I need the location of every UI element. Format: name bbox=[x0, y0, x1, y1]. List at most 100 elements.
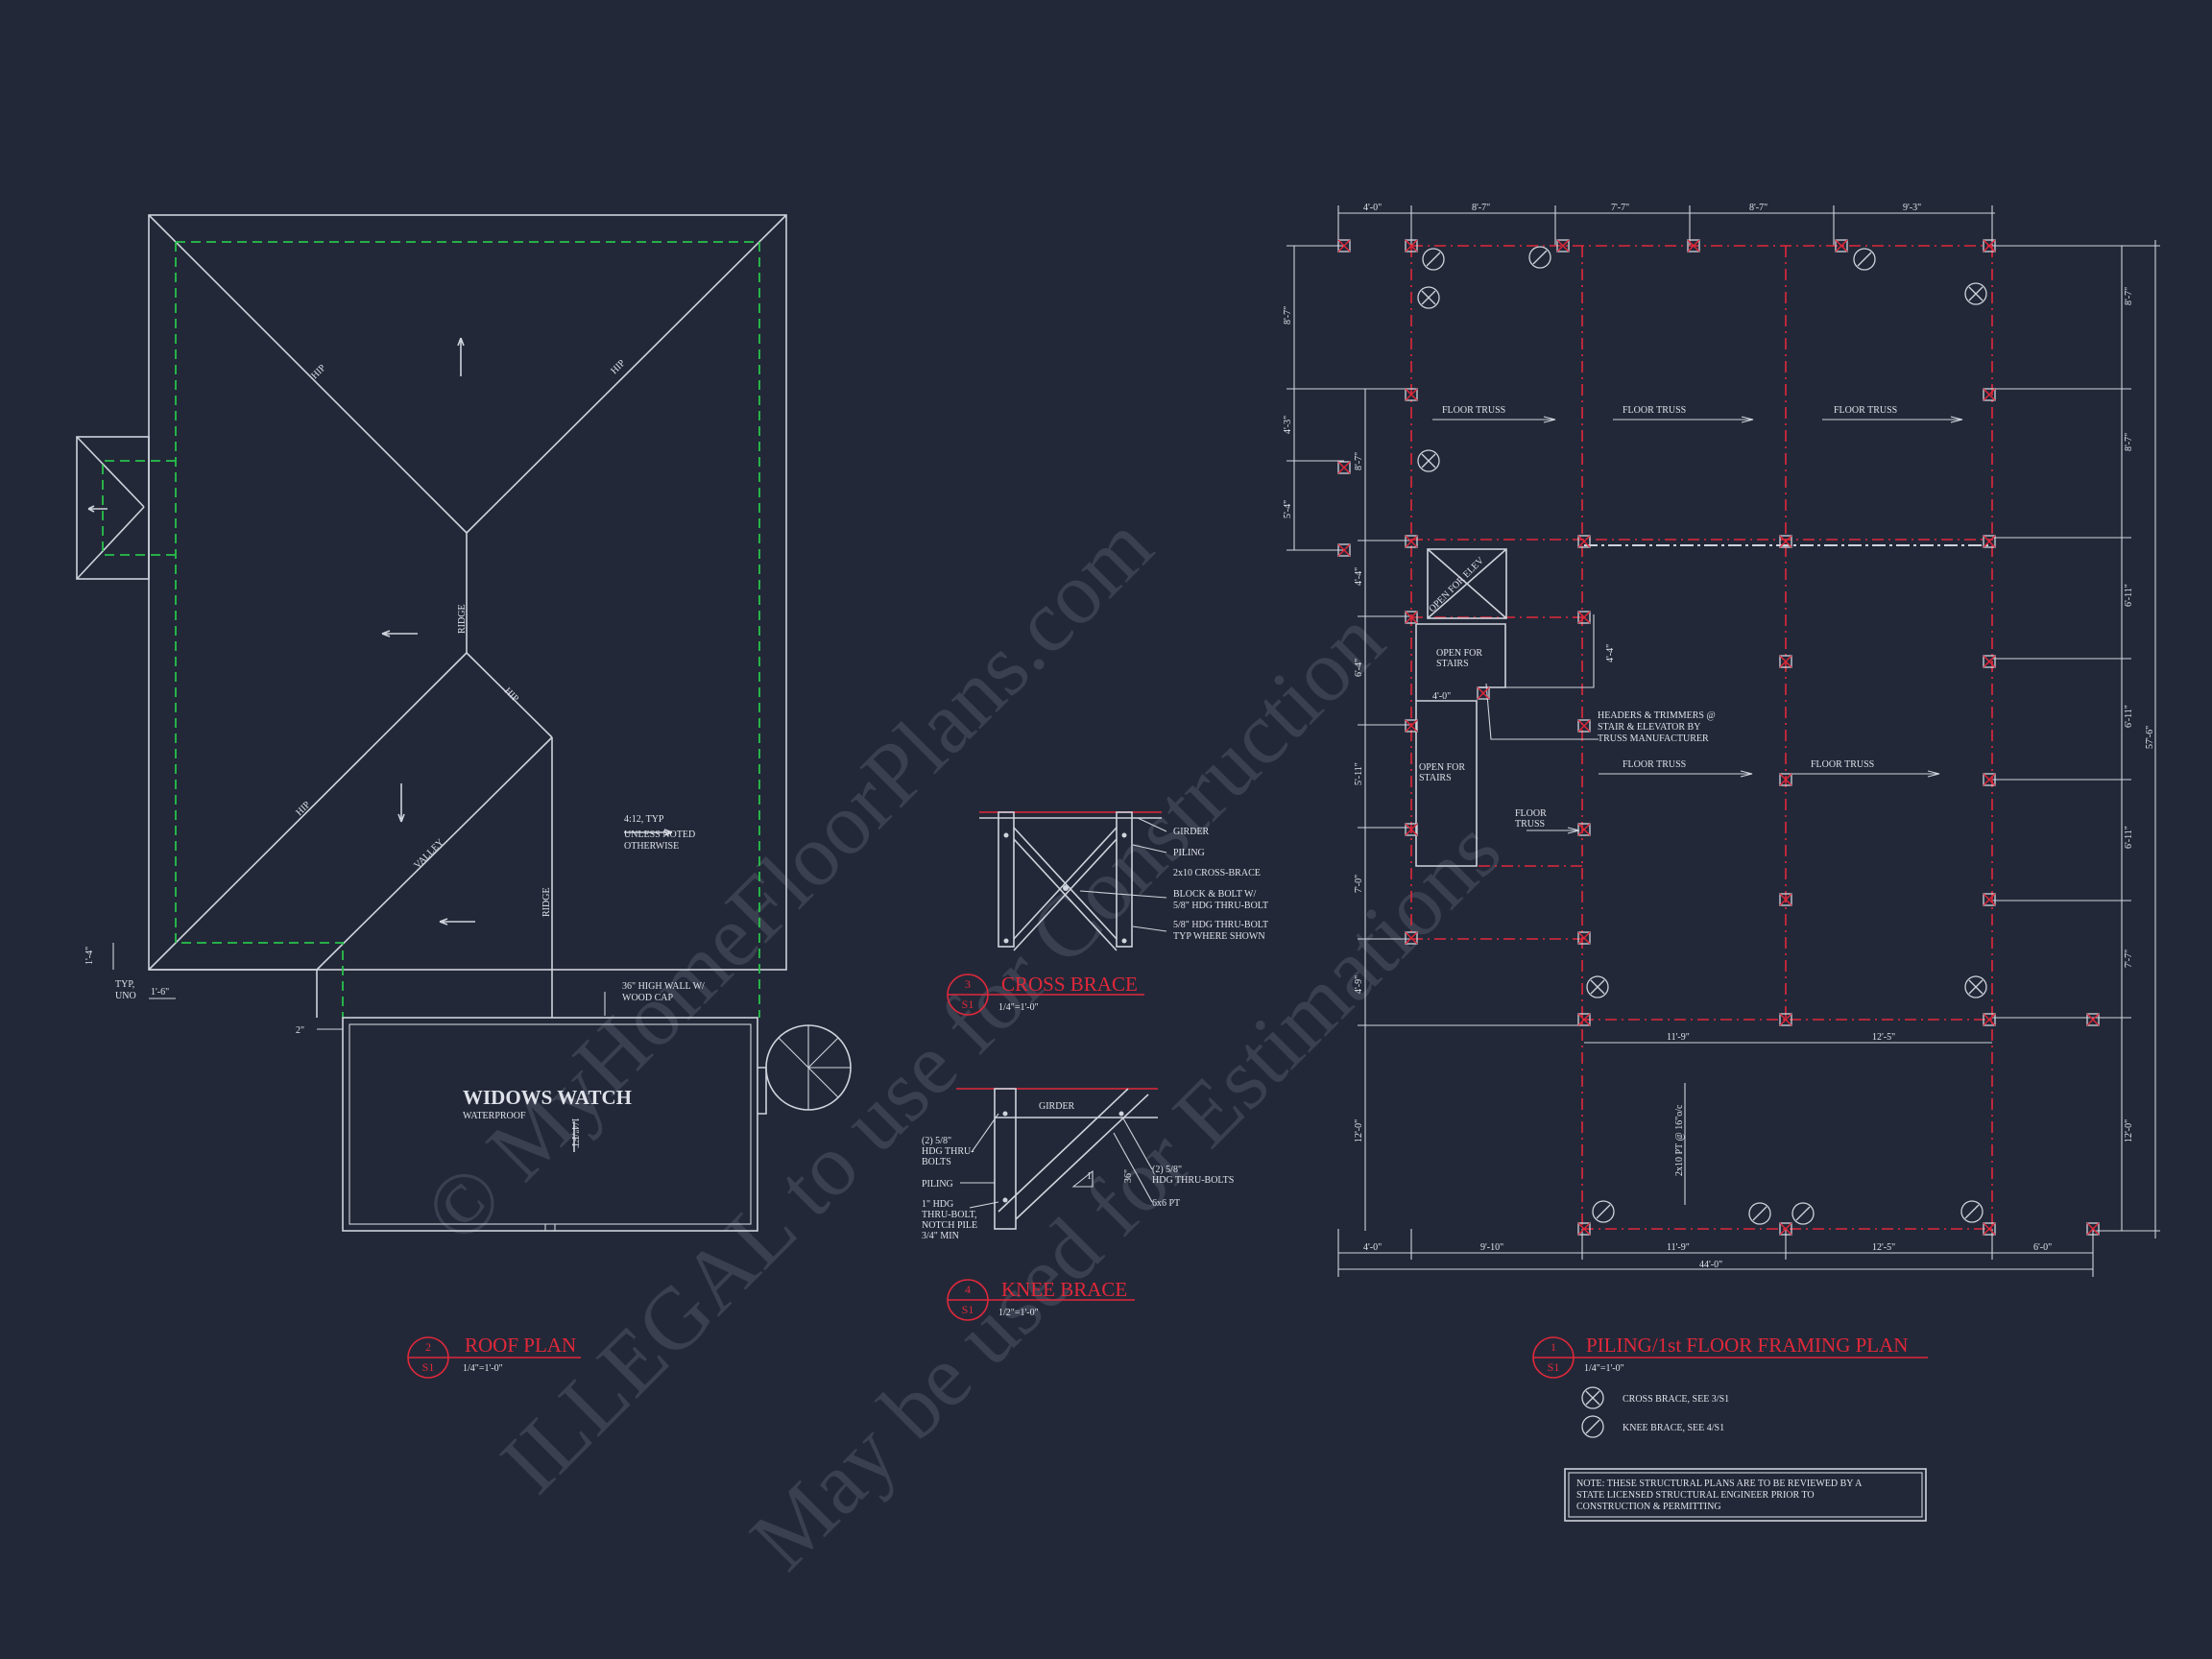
dim-top-5: 9'-3" bbox=[1903, 203, 1921, 213]
dim-left-inner-7: 12'-0" bbox=[1354, 1119, 1364, 1142]
label-open-stairs-1b: STAIRS bbox=[1436, 659, 1469, 669]
label-headers-2: STAIR & ELEVATOR BY bbox=[1598, 722, 1700, 733]
knee-callout-hdg-1: 1" HDG bbox=[922, 1199, 953, 1210]
slope-arrow-down bbox=[397, 783, 405, 823]
cross-pile-right bbox=[1116, 811, 1133, 948]
dim-left-inner-2: 4'-4" bbox=[1354, 567, 1364, 586]
dormer-hip-2 bbox=[76, 506, 145, 580]
knee-callout-hdg-3: NOTCH PILE bbox=[922, 1220, 977, 1231]
dim-right-1: 8'-7" bbox=[2124, 287, 2134, 305]
dim-left-inner-3: 6'-4" bbox=[1354, 659, 1364, 677]
legend-cross-symbol bbox=[1581, 1386, 1604, 1409]
cross-bolts bbox=[1003, 832, 1127, 944]
roof-plan: HIP HIP RIDGE HIP HIP VALLEY RIDGE 4:12,… bbox=[76, 214, 852, 1379]
legend-knee-text: KNEE BRACE, SEE 4/S1 bbox=[1623, 1423, 1724, 1433]
dim-left-outer-1: 8'-7" bbox=[1283, 306, 1293, 325]
dim-total-width: 44'-0" bbox=[1699, 1260, 1722, 1270]
note-box-inner bbox=[1568, 1472, 1923, 1518]
label-joists: 2x10 PT @ 16"o/c bbox=[1674, 1104, 1685, 1176]
dim-right-5: 6'-11" bbox=[2124, 826, 2134, 849]
dormer-arrow bbox=[87, 505, 108, 513]
label-open-stairs-2b: STAIRS bbox=[1419, 773, 1452, 783]
label-floor-truss-3: FLOOR TRUSS bbox=[1834, 405, 1897, 416]
uno-label: UNO bbox=[115, 991, 136, 1001]
dim-ticks bbox=[1286, 205, 2160, 1277]
dormer-outline bbox=[76, 436, 150, 580]
dormer-hip-1 bbox=[76, 436, 145, 508]
knee-brace-1 bbox=[998, 1088, 1129, 1213]
dim-right-total: 57'-6" bbox=[2145, 726, 2155, 749]
knee-dim-36: 36" bbox=[1123, 1169, 1134, 1183]
label-open-elev: OPEN FOR ELEV bbox=[1427, 555, 1486, 614]
framing-plan-detail-number: 1 bbox=[1551, 1340, 1556, 1354]
knee-callout-bolts-r2: HDG THRU-BOLTS bbox=[1152, 1175, 1234, 1186]
dim-right-7: 12'-0" bbox=[2124, 1119, 2134, 1142]
roof-outline bbox=[148, 214, 787, 971]
dim-stair-width: 4'-0" bbox=[1432, 691, 1451, 702]
framing-plan-scale: 1/4"=1'-0" bbox=[1584, 1363, 1624, 1374]
cross-brace-detail-number: 3 bbox=[965, 977, 971, 991]
legend-cross-text: CROSS BRACE, SEE 3/S1 bbox=[1623, 1394, 1729, 1405]
dim-bottom-3: 11'-9" bbox=[1667, 1242, 1690, 1253]
dim-left-outer-2: 4'-3" bbox=[1283, 416, 1293, 434]
knee-leaders bbox=[960, 1113, 1153, 1209]
label-truss: TRUSS bbox=[1515, 819, 1545, 830]
dim-2in: 2" bbox=[296, 1025, 304, 1036]
label-headers-1: HEADERS & TRIMMERS @ bbox=[1598, 710, 1716, 721]
elevator-opening bbox=[1427, 548, 1507, 619]
valley-line bbox=[316, 736, 553, 971]
slope-label: 1/4"/FT bbox=[569, 1118, 580, 1147]
cross-callout-brace: 2x10 CROSS-BRACE bbox=[1173, 868, 1261, 878]
dim-left-outer-3: 5'-4" bbox=[1283, 500, 1293, 518]
typ-label: TYP, bbox=[115, 979, 134, 990]
cross-callout-block-1: BLOCK & BOLT W/ bbox=[1173, 889, 1256, 900]
cross-leaders bbox=[1079, 817, 1167, 932]
knee-brace-title: KNEE BRACE bbox=[1001, 1278, 1127, 1301]
dim-left-inner-4: 5'-11" bbox=[1354, 762, 1364, 785]
knee-brace-sheet: S1 bbox=[962, 1303, 974, 1316]
dim-top-1: 4'-0" bbox=[1363, 203, 1382, 213]
dormer-wall-line bbox=[102, 460, 176, 556]
dim-top-3: 7'-7" bbox=[1611, 203, 1629, 213]
framing-red-lines bbox=[1410, 245, 1993, 1230]
widows-watch-outline bbox=[342, 1017, 758, 1232]
pitch-note-1: 4:12, TYP bbox=[624, 814, 664, 825]
wall-note-2: WOOD CAP bbox=[622, 993, 673, 1003]
cross-callout-girder: GIRDER bbox=[1173, 827, 1210, 837]
truss-arrows bbox=[1432, 416, 1963, 1205]
dim-top-4: 8'-7" bbox=[1749, 203, 1767, 213]
pitch-note-2: UNLESS NOTED bbox=[624, 830, 695, 840]
framing-plan-sheet: S1 bbox=[1548, 1360, 1560, 1374]
cross-brace-title: CROSS BRACE bbox=[1001, 973, 1138, 996]
legend-knee-symbol bbox=[1581, 1415, 1604, 1438]
knee-callout-bolts-r1: (2) 5/8" bbox=[1152, 1165, 1182, 1175]
knee-callout-bolts-l3: BOLTS bbox=[922, 1157, 951, 1167]
label-ridge-2: RIDGE bbox=[541, 887, 552, 917]
cross-pile-left bbox=[998, 811, 1015, 948]
slope-arrow-left-2 bbox=[439, 918, 475, 926]
hip-line-short bbox=[466, 652, 553, 738]
note-line-2: STATE LICENSED STRUCTURAL ENGINEER PRIOR… bbox=[1576, 1490, 1815, 1501]
label-floor-truss-1: FLOOR TRUSS bbox=[1442, 405, 1505, 416]
knee-callout-bolts-l2: HDG THRU- bbox=[922, 1146, 974, 1157]
knee-bolts bbox=[1002, 1111, 1124, 1203]
stair-landing bbox=[757, 1067, 767, 1115]
label-floor: FLOOR bbox=[1515, 808, 1547, 819]
knee-callout-hdg-4: 3/4" MIN bbox=[922, 1231, 959, 1241]
dim-right-3: 6'-11" bbox=[2124, 584, 2134, 607]
cross-brace-scale: 1/4"=1'-0" bbox=[998, 1002, 1039, 1013]
cross-callout-typ-2: TYP WHERE SHOWN bbox=[1173, 931, 1265, 942]
cross-callout-piling: PILING bbox=[1173, 848, 1205, 858]
wall-line-lower bbox=[175, 242, 344, 1018]
elevator-x-2 bbox=[1427, 548, 1507, 619]
knee-brace-detail: GIRDER (2) 5/8" HDG THRU- BOLTS PILING 1… bbox=[922, 1088, 1234, 1321]
dim-bottom-2: 9'-10" bbox=[1480, 1242, 1503, 1253]
pitch-note-3: OTHERWISE bbox=[624, 841, 679, 852]
knee-brace-scale: 1/2"=1'-0" bbox=[998, 1308, 1039, 1318]
widows-watch-label: WIDOWS WATCH bbox=[463, 1086, 632, 1109]
roof-plan-sheet: S1 bbox=[422, 1360, 435, 1374]
roof-plan-detail-number: 2 bbox=[425, 1340, 431, 1354]
stair-opening-upper bbox=[1416, 623, 1506, 688]
knee-brace-2 bbox=[1015, 1094, 1149, 1220]
dim-left-inner-6: 4'-9" bbox=[1354, 975, 1364, 994]
